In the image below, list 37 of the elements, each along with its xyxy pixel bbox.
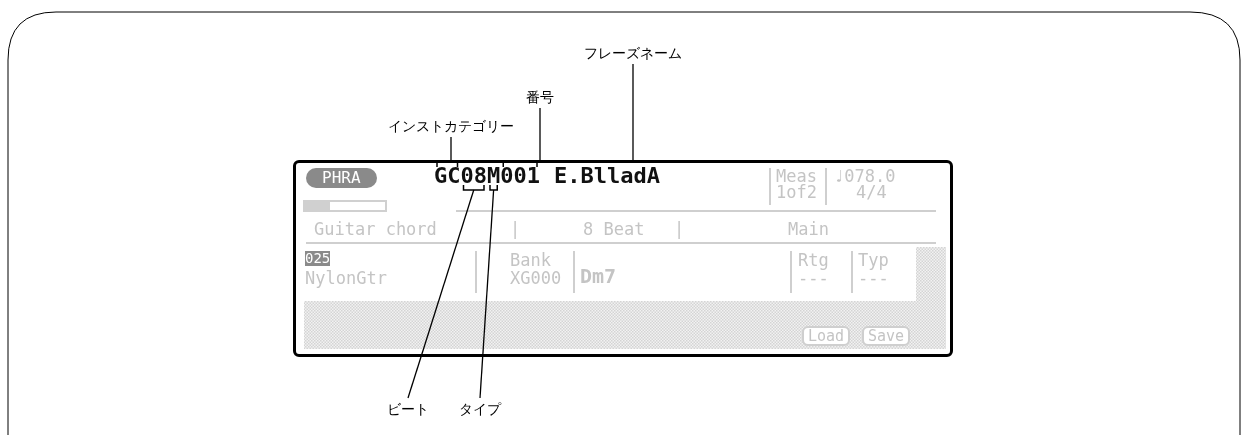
lcd-text: M [487,162,501,190]
lcd-text: 8 Beat [583,220,645,238]
lcd-text: Rtg [798,251,829,269]
callout-label: フレーズネーム [584,44,682,62]
lcd-text: 001 [500,162,540,190]
callout-label: 番号 [526,88,554,106]
mode-indicator: PHRA [306,168,377,188]
lcd-text: NylonGtr [305,269,387,287]
leader-line [632,63,634,163]
leader-line [539,107,541,163]
save-button: Save [862,326,911,346]
leader-line [479,189,495,399]
lcd-text: 08 [460,162,487,190]
lcd-text: ♩078.0 [834,167,896,185]
lcd-text: Main [788,220,829,238]
lcd-text: Dm7 [580,267,617,285]
lcd-text: 025 [305,251,331,266]
lcd-text: XG000 [510,269,562,287]
callout-label: タイプ [459,400,501,418]
lcd-text: --- [858,269,889,287]
lcd-text: --- [798,269,829,287]
lcd-text: Meas [776,167,817,185]
load-button: Load [802,326,851,346]
lcd-screen [293,160,953,357]
lcd-text: Typ [858,251,889,269]
lcd-text: GC [434,162,461,190]
lcd-text: | [510,220,521,238]
lcd-text: E.BlladA [554,162,660,190]
callout-label: ビート [387,400,429,418]
lcd-text: 1of2 [776,183,817,201]
leader-line [450,136,452,163]
lcd-text: Bank [510,251,551,269]
lcd-text: | [674,220,685,238]
callout-label: インストカテゴリー [388,117,514,135]
lcd-text: 4/4 [856,183,887,201]
lcd-text: Guitar chord [314,220,437,238]
leader-line [407,189,475,399]
